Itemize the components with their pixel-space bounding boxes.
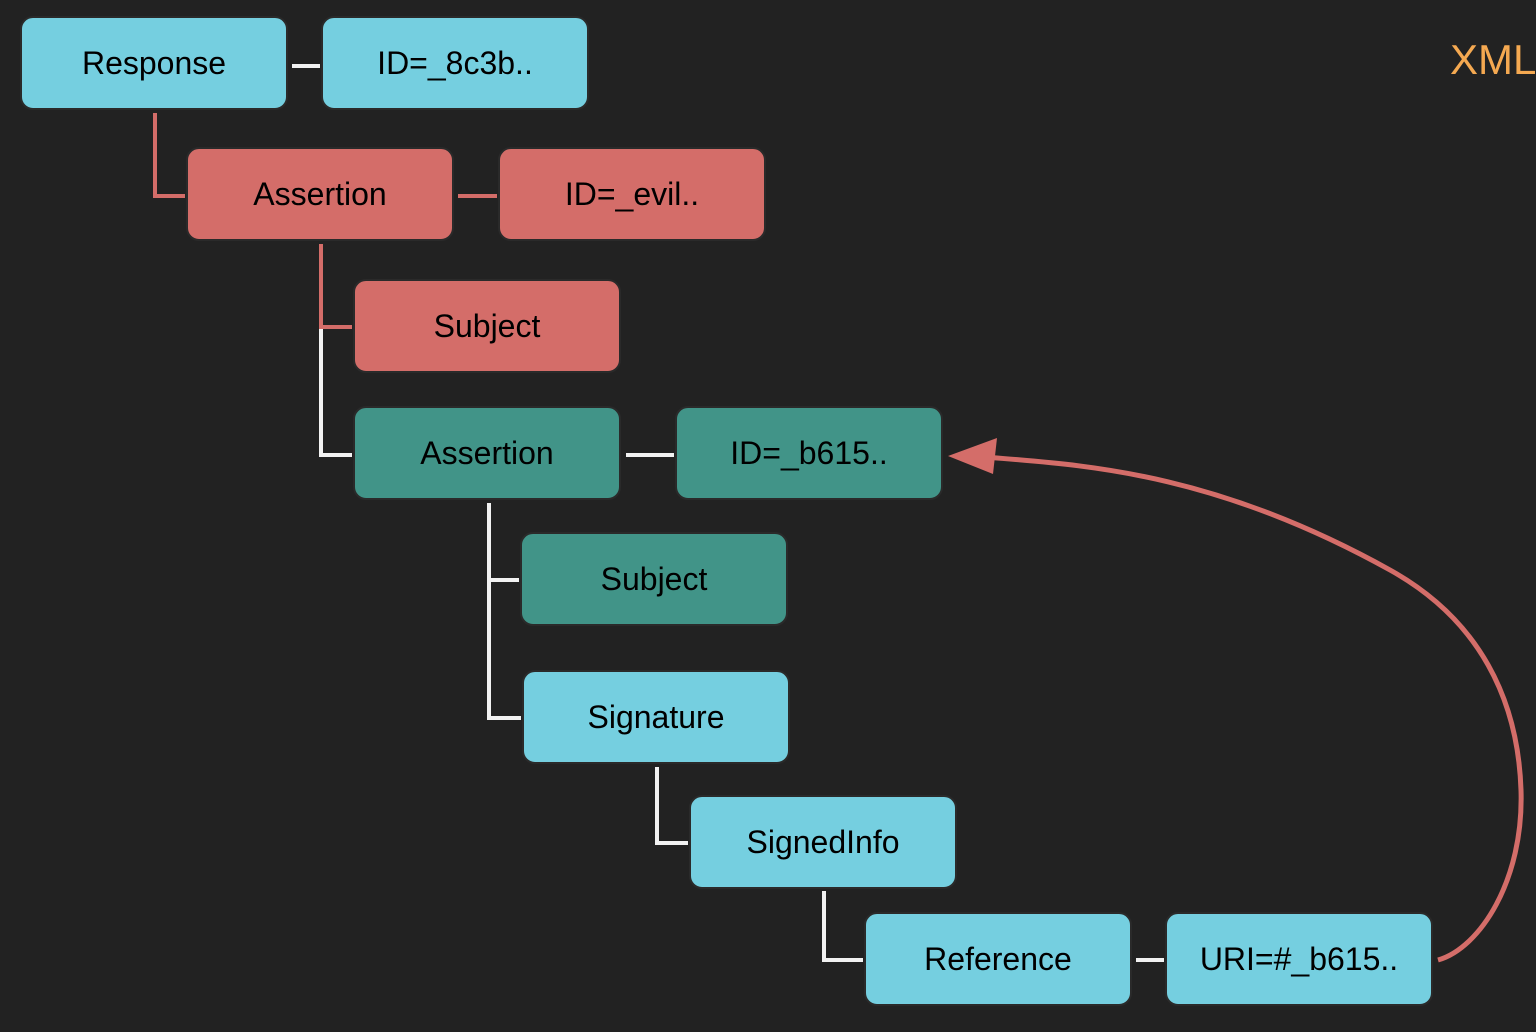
node-signed-assertion-id: ID=_b615.. [675,406,943,500]
node-evil-assertion-id: ID=_evil.. [498,147,766,241]
connector-signature-signedinfo [655,767,688,845]
connector-signedinfo-reference [822,891,863,962]
connector-signed-assertion-signature [487,580,521,720]
connector-evil-assertion-subject [319,244,352,329]
node-response-id: ID=_8c3b.. [321,16,589,110]
node-reference: Reference [864,912,1132,1006]
reference-arrow [984,454,1524,963]
node-response: Response [20,16,288,110]
node-signed-subject: Subject [520,532,788,626]
connector-signed-assertion-subject [487,503,519,582]
connector-assertion-subject-signed [319,327,352,457]
connector-response-evil-assertion [153,113,185,198]
node-evil-assertion: Assertion [186,147,454,241]
node-signature: Signature [522,670,790,764]
node-evil-subject: Subject [353,279,621,373]
reference-arrowhead [948,438,997,474]
node-signed-info: SignedInfo [689,795,957,889]
node-signed-assertion: Assertion [353,406,621,500]
node-reference-uri: URI=#_b615.. [1165,912,1433,1006]
diagram-title: XML [1450,36,1536,83]
